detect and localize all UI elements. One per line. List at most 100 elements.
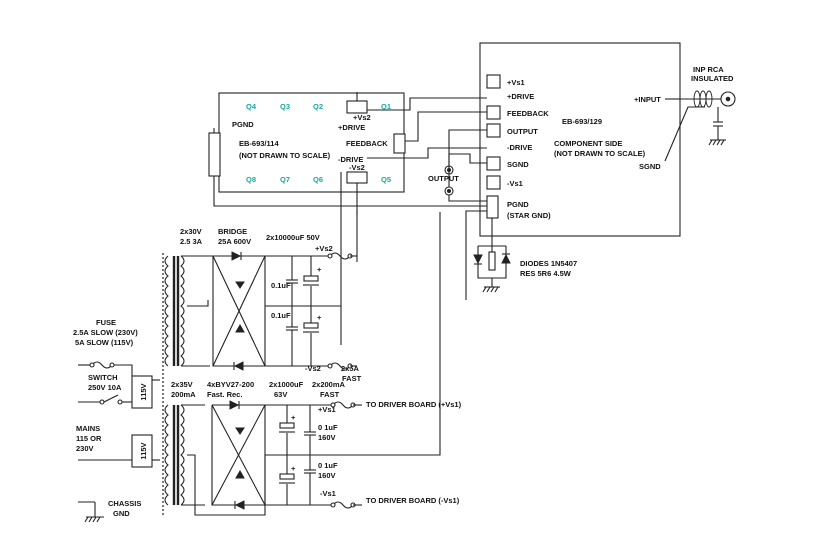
lower-cap-top-l2: 160V (318, 433, 336, 442)
vs1-neg-label: -Vs1 (507, 179, 523, 188)
lower-bridge-spec2: Fast. Rec. (207, 390, 242, 399)
vs1-pos-label: +Vs1 (507, 78, 525, 87)
output-pad-129 (486, 123, 501, 138)
feedback-label-114: FEEDBACK (346, 139, 388, 148)
q1-label: Q1 (381, 102, 391, 111)
cap-plus-2: + (317, 313, 322, 322)
bridge-diode-1 (231, 251, 242, 261)
board-129-name: EB-693/129 (562, 117, 602, 126)
bridge-spec: 25A 600V (218, 237, 251, 246)
interconnect-wiring (213, 92, 493, 440)
resistor-5r6 (488, 251, 496, 271)
mains-voltage-1: 115 OR (76, 434, 102, 443)
lower-bridge-spec1: 4xBYV27-200 (207, 380, 254, 389)
feedback-pad-129 (486, 105, 501, 120)
lower-transformer-spec2: 200mA (171, 390, 196, 399)
board-129-note: (NOT DRAWN TO SCALE) (554, 149, 646, 158)
switch-label: SWITCH (88, 373, 118, 382)
lower-bridge-diode-4 (235, 469, 245, 479)
to-driver-pos: TO DRIVER BOARD (+Vs1) (366, 400, 462, 409)
upper-cap-top-label: 0.1uF (271, 281, 291, 290)
q8-label: Q8 (246, 175, 256, 184)
diode-down (473, 254, 483, 265)
primary-tap-upper (131, 375, 153, 409)
res-label: RES 5R6 4.5W (520, 269, 572, 278)
bridge-diode-3 (235, 281, 245, 289)
board-eb-693-114: Q4 Q3 Q2 Q1 Q8 Q7 Q6 Q5 +Vs2 +DRIVE FEED… (208, 92, 406, 193)
mains-label: MAINS (76, 424, 100, 433)
upper-transformer-spec1: 2x30V (180, 227, 202, 236)
bridge-label: BRIDGE (218, 227, 247, 236)
pgnd-label-114: PGND (232, 120, 254, 129)
vs2-pos-pad (346, 100, 368, 114)
output-label-129: OUTPUT (507, 127, 538, 136)
vs2-neg-pad (346, 171, 368, 184)
fuse-spec-115: 5A SLOW (115V) (75, 338, 134, 347)
to-driver-neg: TO DRIVER BOARD (-Vs1) (366, 496, 460, 505)
pgnd-label-129: PGND (507, 200, 529, 209)
pgnd-pad-129 (486, 195, 499, 219)
board-114-note: (NOT DRAWN TO SCALE) (239, 151, 331, 160)
lower-bridge-diode-3 (235, 427, 245, 435)
lower-cap-top-l1: 0 1uF (318, 423, 338, 432)
switch-spec: 250V 10A (88, 383, 122, 392)
lower-caps-spec1: 2x1000uF (269, 380, 304, 389)
diodes-label: DIODES 1N5407 (520, 259, 577, 268)
component-side-label: COMPONENT SIDE (554, 139, 622, 148)
vs2-neg-label: -Vs2 (349, 163, 365, 172)
q6-label: Q6 (313, 175, 323, 184)
fuse-title: FUSE (96, 318, 116, 327)
sgnd-pad-129 (486, 156, 501, 171)
output-terminals: OUTPUT (428, 165, 459, 196)
board-114-name: EB-693/114 (239, 139, 279, 148)
drive-neg-label-129: -DRIVE (507, 143, 532, 152)
star-gnd-label: (STAR GND) (507, 211, 551, 220)
board-eb-693-129: +Vs1 +DRIVE FEEDBACK OUTPUT -DRIVE SGND … (479, 42, 681, 237)
q3-label: Q3 (280, 102, 290, 111)
lower-cap-bottom-l1: 0 1uF (318, 461, 338, 470)
lower-fuse-spec2: FAST (320, 390, 340, 399)
lower-power-supply: 2x35V 200mA 4xBYV27-200 Fast. Rec. 2x100… (171, 380, 462, 516)
lower-fuse-spec1: 2x200mA (312, 380, 346, 389)
chassis-label: CHASSIS (108, 499, 141, 508)
vs1-neg-pad (486, 175, 501, 190)
lower-vs1-neg: -Vs1 (320, 489, 336, 498)
upper-vs2-neg: -Vs2 (305, 364, 321, 373)
tap-lower-label: 115V (139, 442, 148, 459)
lower-bridge-diode-2 (234, 500, 245, 510)
lower-bridge-diode-1 (229, 400, 240, 410)
mains-input: FUSE 2.5A SLOW (230V) 5A SLOW (115V) SWI… (73, 253, 169, 523)
q5-label: Q5 (381, 175, 391, 184)
sgnd-label-129: SGND (507, 160, 529, 169)
bridge-diode-4 (235, 323, 245, 333)
sgnd-right-label: SGND (639, 162, 661, 171)
lower-cap-plus-2: + (291, 464, 296, 473)
drive-neg-label-114: -DRIVE (338, 155, 363, 164)
board-129-outline (479, 42, 681, 237)
q7-label: Q7 (280, 175, 290, 184)
input-label: +INPUT (634, 95, 661, 104)
upper-caps-label: 2x10000uF 50V (266, 233, 320, 242)
drive-pos-label-114: +DRIVE (338, 123, 365, 132)
q2-label: Q2 (313, 102, 323, 111)
lower-cap-bottom-l2: 160V (318, 471, 336, 480)
lower-vs1-pos: +Vs1 (318, 405, 336, 414)
star-ground-network: DIODES 1N5407 RES 5R6 4.5W (473, 245, 577, 293)
upper-fuse-label2: FAST (342, 374, 362, 383)
upper-power-supply: 2x30V 2.5 3A BRIDGE 25A 600V 2x10000uF 5… (172, 227, 362, 383)
insulated-label: INSULATED (691, 74, 734, 83)
lower-caps-spec2: 63V (274, 390, 287, 399)
upper-vs2-pos: +Vs2 (315, 244, 333, 253)
inp-rca-label: INP RCA (693, 65, 724, 74)
chassis-gnd-label: GND (113, 509, 130, 518)
feedback-label-129: FEEDBACK (507, 109, 549, 118)
upper-cap-bottom-label: 0.1uF (271, 311, 291, 320)
rca-input-jack: INP RCA INSULATED (664, 65, 736, 162)
q4-label: Q4 (246, 102, 257, 111)
lower-transformer-spec1: 2x35V (171, 380, 193, 389)
vs2-pos-label: +Vs2 (353, 113, 371, 122)
diode-up (501, 253, 511, 264)
pgnd-pad-114 (208, 132, 221, 177)
feedback-pad-114 (393, 133, 406, 154)
